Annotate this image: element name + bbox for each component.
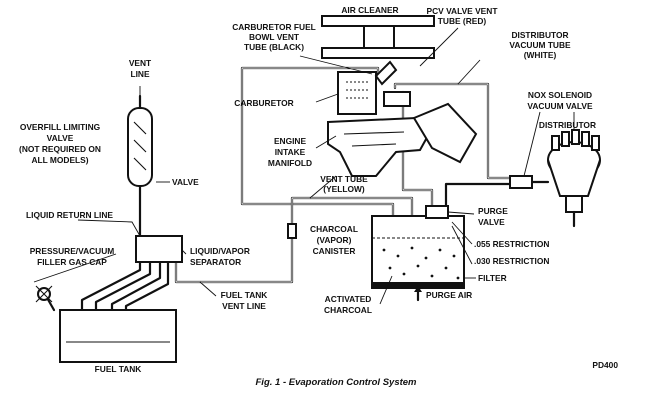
leader-lines <box>33 27 575 305</box>
pressure-vacuum-filler-cap <box>35 285 53 303</box>
label-purge-valve-line2: VALVE <box>478 217 505 227</box>
label-vent-line-line2: LINE <box>130 69 149 79</box>
label-liquid-vapor-line2: SEPARATOR <box>190 257 241 267</box>
label-vent-tube-line1: VENT TUBE <box>320 174 368 184</box>
label-vent-tube-line2: (YELLOW) <box>323 184 365 194</box>
label-distributor-vacuum-tube-line2: VACUUM TUBE <box>509 40 571 50</box>
label-carburetor: CARBURETOR <box>234 98 293 108</box>
label-overfill-limiting-line4: ALL MODELS) <box>31 155 88 165</box>
label-pressure-vacuum-line2: FILLER GAS CAP <box>37 257 107 267</box>
label-engine-intake-line1: ENGINE <box>274 136 307 146</box>
label-carb-bowl-vent-line1: CARBURETOR FUEL <box>232 22 316 32</box>
tank-line-3 <box>110 256 162 312</box>
label-overfill-limiting-line3: (NOT REQUIRED ON <box>19 144 101 154</box>
tank-line-4 <box>124 256 170 312</box>
label-distributor: DISTRIBUTOR <box>539 120 596 130</box>
distributor-cap-towers <box>551 129 600 151</box>
purge-valve <box>425 205 449 219</box>
tank-line-2 <box>94 256 152 312</box>
label-overfill-limiting-line1: OVERFILL LIMITING <box>20 122 100 132</box>
label-carb-bowl-vent-line3: TUBE (BLACK) <box>244 42 304 52</box>
label-purge-air: PURGE AIR <box>426 290 472 300</box>
label-canister-line2: (VAPOR) <box>317 235 352 245</box>
hose-network <box>44 66 550 312</box>
label-filter: FILTER <box>478 273 507 283</box>
distributor <box>547 129 601 228</box>
label-activated-charcoal-line2: CHARCOAL <box>324 305 372 315</box>
label-air-cleaner: AIR CLEANER <box>341 5 398 15</box>
label-pressure-vacuum-line1: PRESSURE/VACUUM <box>30 246 115 256</box>
carb-bowl-vent-tube-inner <box>241 67 394 217</box>
label-nox-solenoid-line2: VACUUM VALVE <box>527 101 593 111</box>
label-engine-intake-line2: INTAKE <box>275 147 306 157</box>
label-nox-solenoid-line1: NOX SOLENOID <box>528 90 592 100</box>
label-030-restriction: .030 RESTRICTION <box>474 256 549 266</box>
label-liquid-vapor-line1: LIQUID/VAPOR <box>190 246 250 256</box>
labels: AIR CLEANER PCV VALVE VENT TUBE (RED) CA… <box>19 5 618 388</box>
label-distributor-vacuum-tube-line3: (WHITE) <box>524 50 557 60</box>
label-distributor-vacuum-tube-line1: DISTRIBUTOR <box>511 30 568 40</box>
label-canister-line3: CANISTER <box>313 246 356 256</box>
purge-air-arrow <box>414 286 422 302</box>
overfill-limiting-valve <box>127 94 153 187</box>
liquid-vapor-separator <box>135 235 183 263</box>
charcoal-vapor-canister <box>371 215 465 289</box>
label-055-restriction: .055 RESTRICTION <box>474 239 549 249</box>
engine-intake-manifold <box>327 102 478 177</box>
air-cleaner <box>321 15 435 59</box>
label-valve: VALVE <box>172 177 199 187</box>
label-pcv-valve-vent-tube-line2: TUBE (RED) <box>438 16 487 26</box>
label-canister-line1: CHARCOAL <box>310 224 358 234</box>
label-fuel-tank: FUEL TANK <box>95 364 142 374</box>
label-overfill-limiting-line2: VALVE <box>47 133 74 143</box>
label-fuel-tank-vent-line2: VENT LINE <box>222 301 266 311</box>
distributor-vacuum-tube-inner <box>394 83 513 179</box>
fuel-tank <box>59 309 177 363</box>
label-fuel-tank-vent-line1: FUEL TANK <box>221 290 268 300</box>
figure-caption: Fig. 1 - Evaporation Control System <box>256 377 418 388</box>
fuel-tank-vent-line-inner <box>175 197 413 283</box>
label-carb-bowl-vent-line2: BOWL VENT <box>249 32 300 42</box>
label-activated-charcoal-line1: ACTIVATED <box>325 294 372 304</box>
label-pcv-valve-vent-tube-line1: PCV VALVE VENT <box>427 6 499 16</box>
vent-line-fitting <box>287 223 297 239</box>
label-purge-valve-line1: PURGE <box>478 206 508 216</box>
carburetor <box>337 60 411 115</box>
label-liquid-return-line: LIQUID RETURN LINE <box>26 210 113 220</box>
nox-solenoid-vacuum-valve <box>509 175 533 189</box>
tank-line-1 <box>80 256 142 312</box>
activated-charcoal <box>382 246 460 280</box>
label-vent-line-line1: VENT <box>129 58 152 68</box>
figure-code: PD400 <box>592 360 618 370</box>
label-engine-intake-line3: MANIFOLD <box>268 158 312 168</box>
